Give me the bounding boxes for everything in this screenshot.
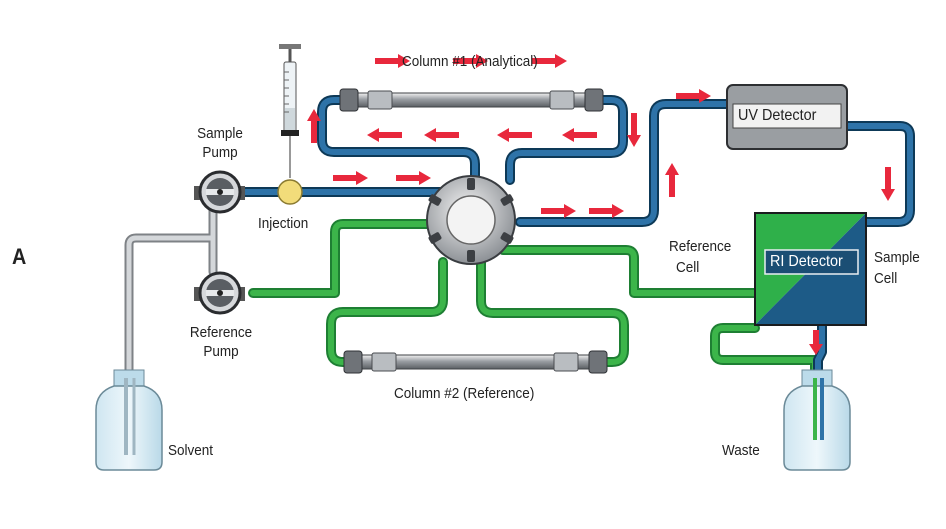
ri-detector-label: RI Detector xyxy=(770,253,843,270)
sample-pump-label-line1: Sample xyxy=(197,125,243,142)
flow-arrow xyxy=(589,204,624,218)
flow-arrows xyxy=(307,54,895,355)
flow-arrow xyxy=(665,163,679,197)
flow-arrow xyxy=(881,167,895,201)
flow-arrow xyxy=(333,171,368,185)
uv-detector xyxy=(726,84,848,150)
flow-arrow xyxy=(307,109,321,143)
reference-pump-label-line2: Pump xyxy=(203,343,239,360)
flow-arrow xyxy=(453,54,488,68)
panel-label: A xyxy=(12,244,27,269)
flow-arrow xyxy=(497,128,532,142)
flow-arrow xyxy=(532,54,567,68)
flow-arrow xyxy=(367,128,402,142)
column-1-label: Column #1 (Analytical) xyxy=(402,53,538,70)
solvent-label: Solvent xyxy=(168,442,214,459)
sample-cell-label-line1: Sample xyxy=(874,249,920,266)
uv-detector-label: UV Detector xyxy=(738,107,817,124)
reference-cell-label-line2: Cell xyxy=(676,259,700,276)
syringe-icon xyxy=(279,44,301,178)
injection-port xyxy=(277,179,303,205)
flow-arrow xyxy=(424,128,459,142)
flow-arrow xyxy=(541,204,576,218)
sample-pump-label-line2: Pump xyxy=(202,144,238,161)
sample-pump-icon xyxy=(194,170,245,214)
flow-arrow xyxy=(676,89,711,103)
flow-arrow xyxy=(396,171,431,185)
column-1 xyxy=(339,88,604,112)
sample-cell-label-line2: Cell xyxy=(874,270,898,287)
flow-arrow xyxy=(809,330,823,355)
flow-arrow xyxy=(375,54,410,68)
reference-cell-label-line1: Reference xyxy=(669,238,732,255)
reference-flow-line xyxy=(248,219,820,405)
column-2-label: Column #2 (Reference) xyxy=(394,385,535,402)
waste-label: Waste xyxy=(722,442,760,459)
waste-bottle-icon xyxy=(783,369,851,471)
reference-pump-label-line1: Reference xyxy=(189,324,253,341)
injection-label: Injection xyxy=(258,215,309,232)
ri-detector xyxy=(754,212,867,326)
flow-arrow xyxy=(627,113,641,147)
column-2 xyxy=(343,350,608,374)
flow-arrow xyxy=(562,128,597,142)
solvent-bottle-icon xyxy=(95,369,163,471)
reference-pump-icon xyxy=(194,271,245,315)
switching-valve-icon xyxy=(426,175,516,265)
